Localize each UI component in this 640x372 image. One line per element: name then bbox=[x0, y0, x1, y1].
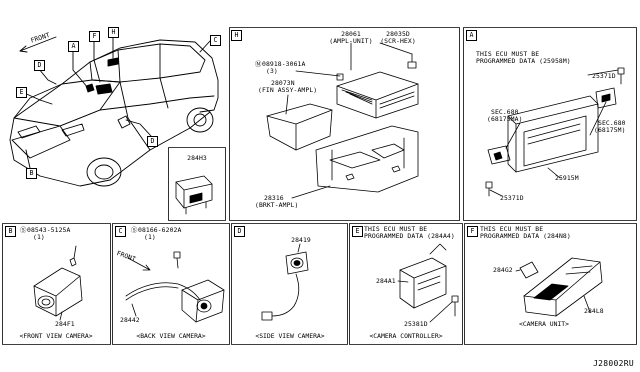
panel-f-note-1: THIS ECU MUST BE bbox=[480, 225, 544, 233]
part-284g2: 284G2 bbox=[493, 266, 513, 274]
callout-e: E bbox=[16, 87, 27, 98]
part-28442: 28442 bbox=[120, 316, 140, 324]
panel-c-letter: C bbox=[115, 226, 126, 237]
panel-a-letter: A bbox=[466, 30, 477, 41]
panel-h-art bbox=[266, 42, 419, 199]
panel-e-letter: E bbox=[352, 226, 363, 237]
bolt-c-symbol: Ⓢ bbox=[131, 226, 138, 234]
panel-b-art bbox=[33, 245, 83, 321]
callout-d-right: D bbox=[147, 136, 158, 147]
vehicle-outline bbox=[9, 36, 219, 187]
part-25915m: 25915M bbox=[555, 174, 579, 182]
bolt-qty-c: (1) bbox=[144, 233, 156, 241]
panel-b-letter: B bbox=[5, 226, 16, 237]
part-284h3: 284H3 bbox=[187, 154, 207, 162]
caption-side-view-camera: <SIDE VIEW CAMERA> bbox=[255, 332, 325, 340]
caption-camera-unit: <CAMERA UNIT> bbox=[518, 320, 570, 328]
callout-f: F bbox=[89, 31, 100, 42]
part-25371d-bottom: 25371D bbox=[500, 194, 524, 202]
panel-e-note-2: PROGRAMMED DATA (284A4) bbox=[364, 232, 455, 240]
part-28316: 28316 bbox=[264, 194, 284, 202]
bolt-qty-b: (1) bbox=[33, 233, 45, 241]
label-fin-assy: (FIN ASSY-AMPL) bbox=[258, 86, 318, 94]
panel-e-note-1: THIS ECU MUST BE bbox=[364, 225, 428, 233]
panel-d-letter: D bbox=[234, 226, 245, 237]
callout-c: C bbox=[210, 35, 221, 46]
part-28061: 28061 bbox=[341, 30, 361, 38]
caption-back-view-camera: <BACK VIEW CAMERA> bbox=[136, 332, 206, 340]
label-sec680-b: SEC.680 bbox=[598, 119, 626, 127]
bolt-qty-h: (3) bbox=[266, 67, 278, 75]
label-scr-hex: (SCR-HEX) bbox=[380, 37, 416, 45]
callout-a: A bbox=[68, 41, 79, 52]
bolt-n-symbol: Ⓝ bbox=[255, 60, 262, 68]
panel-d-art bbox=[261, 243, 309, 321]
panel-f-letter: F bbox=[467, 226, 478, 237]
label-ampl-unit: (AMPL-UNIT) bbox=[329, 37, 373, 45]
part-25371d-top: 25371D bbox=[592, 72, 616, 80]
panel-f-art bbox=[515, 257, 603, 317]
part-284a1: 284A1 bbox=[376, 277, 396, 285]
bolt-code-08918: 08918-3061A bbox=[262, 60, 306, 68]
bolt-code-08543: 08543-5125A bbox=[27, 226, 71, 234]
label-sec680-a: SEC.680 bbox=[491, 108, 519, 116]
callout-h: H bbox=[108, 27, 119, 38]
part-25381d: 25381D bbox=[404, 320, 428, 328]
panel-a-note-2: PROGRAMMED DATA (25958M) bbox=[476, 57, 571, 65]
callout-b: B bbox=[26, 168, 37, 179]
panel-f-note-2: PROGRAMMED DATA (284N8) bbox=[480, 232, 571, 240]
part-28035d: 28035D bbox=[386, 30, 410, 38]
label-brkt-ampl: (BRKT-AMPL) bbox=[255, 201, 299, 209]
diagram-reference-code: J28002RU bbox=[593, 359, 634, 368]
panel-borders bbox=[2, 27, 637, 345]
panel-h-letter: H bbox=[231, 30, 242, 41]
panel-a-note-1: THIS ECU MUST BE bbox=[476, 50, 540, 58]
part-28073n: 28073N bbox=[271, 79, 295, 87]
part-284l8: 284L8 bbox=[584, 307, 604, 315]
callout-d-left: D bbox=[34, 60, 45, 71]
panel-a-art bbox=[485, 67, 625, 197]
caption-camera-controller: <CAMERA CONTROLLER> bbox=[369, 332, 443, 340]
bolt-b-symbol: Ⓢ bbox=[20, 226, 27, 234]
label-68175ma: (68175MA) bbox=[487, 115, 523, 123]
part-28419: 28419 bbox=[291, 236, 311, 244]
caption-front-view-camera: <FRONT VIEW CAMERA> bbox=[19, 332, 93, 340]
panel-c-art bbox=[125, 251, 225, 323]
panel-284h3-art bbox=[175, 175, 213, 215]
label-68175m: (68175M) bbox=[594, 126, 626, 134]
part-284f1: 284F1 bbox=[55, 320, 75, 328]
panel-e-art bbox=[397, 243, 459, 323]
bolt-code-08166: 08166-6202A bbox=[138, 226, 182, 234]
